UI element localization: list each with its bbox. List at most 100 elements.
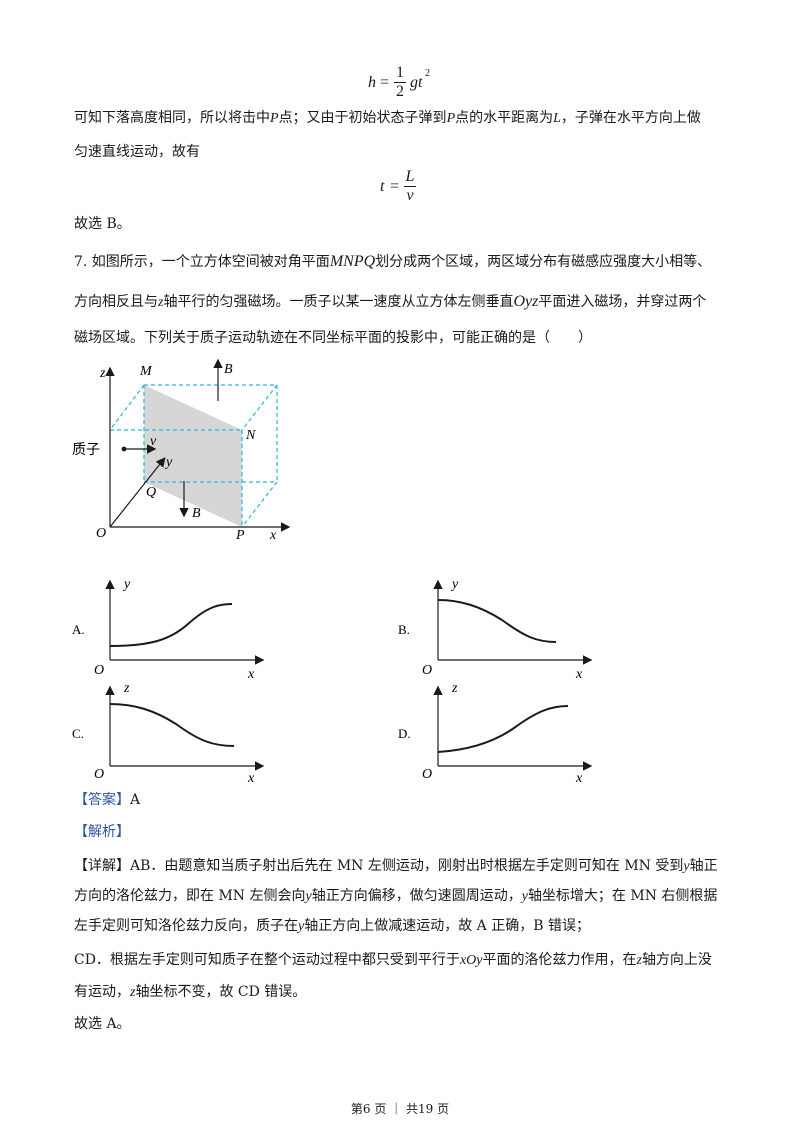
option-letter: B. — [398, 622, 410, 637]
trajectory-curve — [437, 705, 569, 753]
label-v: v — [150, 434, 157, 449]
plane-Oyz: Oyz — [513, 293, 539, 310]
question-line1: 7. 如图所示，一个立方体空间被对角平面MNPQ划分成两个区域，两区域分布有磁感… — [74, 252, 711, 272]
question-line2: 方向相反且与z轴平行的匀强磁场。一质子以某一速度从立方体左侧垂直Oyz平面进入磁… — [74, 292, 706, 313]
formula-superscript: 2 — [425, 68, 430, 79]
var-y: y — [521, 889, 528, 904]
label-M: M — [139, 364, 153, 379]
option-a-graph: A. y O x — [72, 577, 265, 680]
formula-free-fall: h = 1 2 gt 2 — [362, 64, 452, 104]
para1-text: ，子弹在水平方向上做 — [560, 110, 701, 126]
graph-x-label: x — [247, 667, 255, 680]
var-P: P — [270, 111, 279, 126]
option-letter: D. — [398, 726, 411, 741]
page-footer: 第6 页 ｜ 共19 页 — [350, 1102, 450, 1116]
detail-conclusion: 故选 A。 — [74, 1016, 131, 1032]
answer-line: 【答案】A — [74, 790, 140, 810]
trajectory-curve — [437, 599, 557, 643]
label-B-bottom: B — [192, 506, 201, 521]
label-Q: Q — [146, 485, 156, 500]
plane-MNPQ: MNPQ — [329, 253, 376, 270]
graph-origin: O — [94, 767, 104, 782]
option-letter: C. — [72, 726, 84, 741]
question-line3: 磁场区域。下列关于质子运动轨迹在不同坐标平面的投影中，可能正确的是（ ） — [74, 330, 592, 346]
trajectory-curve — [109, 603, 233, 647]
fraction-numerator: 1 — [396, 64, 404, 81]
label-O: O — [96, 526, 106, 541]
detail-text: CD．根据左手定则可知质子在整个运动过程中都只受到平行于 — [74, 952, 460, 968]
para1-line1: 可知下落高度相同，所以将击中P点；又由于初始状态子弹到P点的水平距离为L，子弹在… — [74, 108, 701, 129]
detail-text: AB．由题意知当质子射出后先在 MN 左侧运动，刚射出时根据左手定则可知在 MN… — [130, 858, 684, 874]
option-b-graph: B. y O x — [398, 577, 593, 680]
question-text: 轴平行的匀强磁场。一质子以某一速度从立方体左侧垂直 — [163, 294, 514, 310]
var-L: L — [553, 111, 561, 126]
detail-text: 轴坐标不变，故 CD 错误。 — [135, 984, 307, 1000]
var-z: z — [130, 985, 136, 1000]
label-P: P — [235, 528, 245, 543]
option-c-graph: C. z O x — [72, 681, 265, 786]
detail-line3: 左手定则可知洛伦兹力反向，质子在y轴正方向上做减速运动，故 A 正确，B 错误； — [74, 916, 590, 937]
diagonal-plane — [144, 385, 242, 527]
var-P: P — [446, 111, 456, 126]
label-N: N — [245, 428, 256, 443]
detail-line5: 有运动，z轴坐标不变，故 CD 错误。 — [74, 982, 306, 1003]
detail-line2: 方向的洛伦兹力，即在 MN 左侧会向y轴正方向偏移，做匀速圆周运动，y轴坐标增大… — [74, 886, 717, 907]
label-y: y — [164, 455, 173, 470]
graph-x-label: x — [575, 667, 583, 680]
formula-fraction: L v — [404, 168, 416, 205]
answer-tag: 【答案】 — [74, 792, 130, 808]
option-d-graph: D. z O x — [398, 681, 593, 786]
label-z: z — [99, 366, 106, 381]
fraction-denominator: v — [406, 187, 414, 204]
graph-x-label: x — [247, 771, 255, 786]
formula-lhs: t — [380, 178, 385, 195]
para1-text: 点的水平距离为 — [455, 110, 554, 126]
graph-z-label: z — [123, 681, 130, 696]
plane-xOy: xOy — [459, 953, 483, 968]
detail-line4: CD．根据左手定则可知质子在整个运动过程中都只受到平行于xOy平面的洛伦兹力作用… — [74, 950, 712, 971]
question-text: 方向相反且与 — [74, 294, 158, 310]
graph-origin: O — [422, 663, 432, 678]
label-proton: 质子 — [72, 442, 100, 458]
detail-text: 有运动， — [74, 984, 130, 1000]
graph-x-label: x — [575, 771, 583, 786]
analysis-tag: 【解析】 — [74, 824, 130, 840]
graph-z-label: z — [451, 681, 458, 696]
trajectory-curve — [109, 703, 235, 747]
option-letter: A. — [72, 622, 85, 637]
detail-text: 轴方向上没 — [641, 952, 712, 968]
var-z: z — [158, 295, 164, 310]
para1-text: 可知下落高度相同，所以将击中 — [74, 110, 270, 126]
question-text: 7. 如图所示，一个立方体空间被对角平面 — [74, 254, 330, 270]
formula-lhs: h — [368, 74, 376, 91]
question-text: 划分成两个区域，两区域分布有磁感应强度大小相等、 — [375, 254, 712, 270]
detail-line1: 【详解】AB．由题意知当质子射出后先在 MN 左侧运动，刚射出时根据左手定则可知… — [74, 856, 718, 877]
detail-tag: 【详解】 — [74, 858, 130, 874]
graph-y-label: y — [122, 577, 131, 592]
cube-figure: z M B N 质子 v y Q B O P x — [72, 358, 291, 543]
cube-edges — [109, 384, 278, 528]
formula-fraction: 1 2 — [394, 64, 406, 101]
graph-y-label: y — [450, 577, 459, 592]
fraction-numerator: L — [405, 168, 415, 185]
var-z: z — [636, 953, 642, 968]
var-y: y — [305, 889, 312, 904]
answer-value: A — [130, 792, 141, 808]
question-text: 平面进入磁场，并穿过两个 — [538, 294, 707, 310]
detail-text: 轴正方向上做减速运动，故 A 正确，B 错误； — [304, 918, 590, 934]
label-B-top: B — [224, 362, 233, 377]
var-y: y — [298, 919, 305, 934]
detail-text: 方向的洛伦兹力，即在 MN 左侧会向 — [74, 888, 306, 904]
para1-line2: 匀速直线运动，故有 — [74, 144, 200, 160]
formula-gt: gt — [410, 74, 423, 91]
graph-origin: O — [94, 663, 104, 678]
detail-text: 轴正方向偏移，做匀速圆周运动， — [311, 888, 522, 904]
para1-text: 点；又由于初始状态子弹到 — [278, 110, 447, 126]
formula-equals: = — [390, 178, 400, 195]
detail-text: 左手定则可知洛伦兹力反向，质子在 — [74, 918, 298, 934]
detail-text: 平面的洛伦兹力作用，在 — [482, 952, 637, 968]
detail-text: 轴正 — [689, 858, 718, 874]
formula-equals: = — [380, 74, 390, 91]
y-axis — [109, 457, 166, 528]
detail-text: 轴坐标增大；在 MN 右侧根据 — [527, 888, 718, 904]
